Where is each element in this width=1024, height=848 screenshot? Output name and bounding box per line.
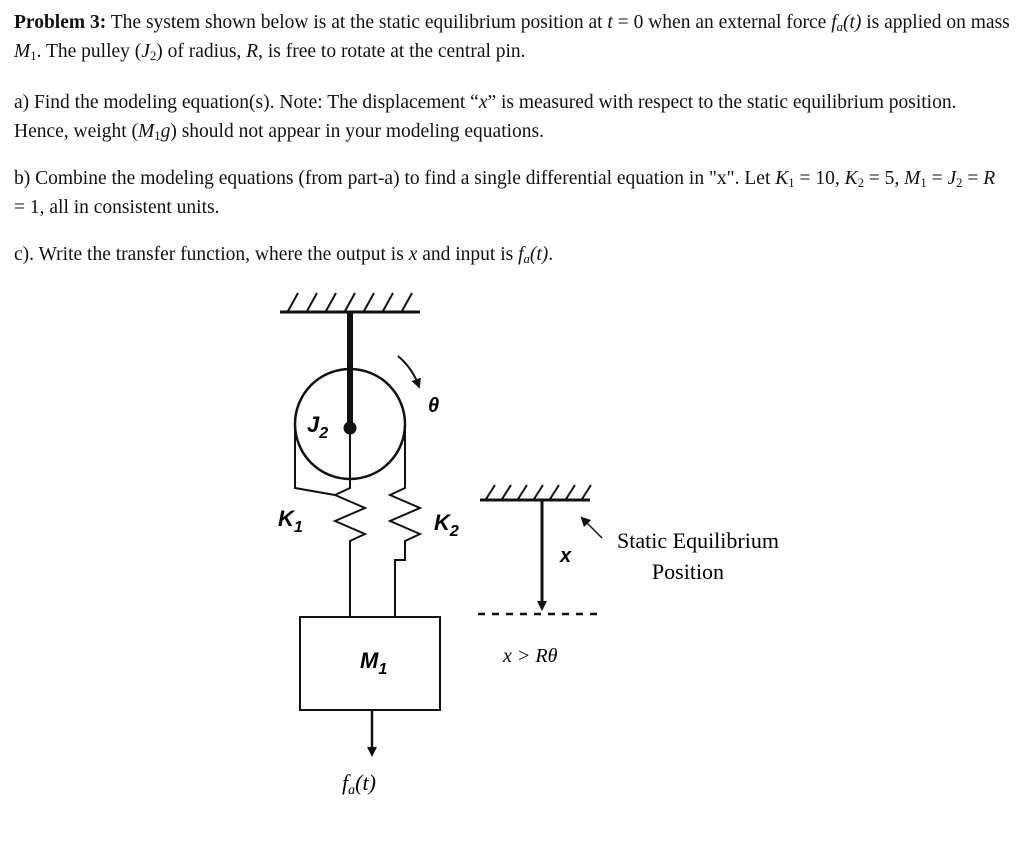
mass-symbol: M <box>14 41 31 62</box>
reference-ground <box>480 484 592 502</box>
time-variable: t <box>607 12 613 33</box>
force-subscript: a <box>836 20 843 34</box>
left-cable-to-k1 <box>294 455 336 496</box>
part-b-text: = 5, <box>863 168 905 189</box>
part-b: b) Combine the modeling equations (from … <box>14 164 1010 222</box>
mass-subscript: 1 <box>154 129 161 143</box>
pulley-subscript: 2 <box>149 49 157 63</box>
position-label: Position <box>652 559 724 584</box>
spring-k1 <box>332 428 368 560</box>
force-argument: (t) <box>842 12 862 33</box>
part-b-text: = <box>926 168 948 189</box>
k2-symbol: K <box>844 168 858 189</box>
k2-label: K2 <box>434 510 459 540</box>
k1-label: K1 <box>278 506 303 536</box>
x-condition: x > Rθ <box>502 645 558 667</box>
j2-subscript: 2 <box>956 176 963 190</box>
pulley-symbol: J <box>141 41 150 62</box>
x-label: x <box>559 545 572 567</box>
force-symbol: f <box>831 12 837 33</box>
mass-subscript: 1 <box>30 49 37 63</box>
problem-title: Problem 3: <box>14 12 107 33</box>
part-a: a) Find the modeling equation(s). Note: … <box>14 88 1010 146</box>
force-symbol: f <box>518 244 524 265</box>
part-a-text: ” is measured with respect to the static… <box>14 92 957 142</box>
mass-symbol: M <box>138 121 155 142</box>
m1-subscript: 1 <box>920 176 927 190</box>
problem-text: = 0 when an external force <box>612 12 832 33</box>
theta-label: θ <box>428 395 439 417</box>
part-c-text: c). Write the transfer function, where t… <box>14 244 409 265</box>
x-variable: x <box>478 92 488 113</box>
force-argument: (t) <box>529 244 549 265</box>
part-a-text: ) should not appear in your modeling equ… <box>170 121 545 142</box>
m1-symbol: M <box>904 168 921 189</box>
k1-symbol: K <box>775 168 789 189</box>
part-b-text: = 1, all in consistent units. <box>14 197 220 218</box>
problem-text: , is free to rotate at the central pin. <box>258 41 526 62</box>
k2-subscript: 2 <box>857 176 864 190</box>
mass-label: M1 <box>360 648 387 678</box>
problem-text: ) of radius, <box>156 41 247 62</box>
part-c-text: . <box>548 244 554 265</box>
force-label: fa(t) <box>342 770 376 798</box>
k1-subscript: 1 <box>788 176 795 190</box>
r-symbol: R <box>983 168 996 189</box>
spring-k2 <box>387 480 423 617</box>
static-equilibrium-label: Static Equilibrium <box>617 528 779 553</box>
x-variable: x <box>408 244 418 265</box>
problem-text: . The pulley ( <box>36 41 142 62</box>
problem-statement: Problem 3: The system shown below is at … <box>14 8 1010 66</box>
pulley-label: J2 <box>307 412 328 442</box>
j2-symbol: J <box>947 168 957 189</box>
force-subscript: a <box>523 252 530 266</box>
rotation-arrow <box>397 355 421 389</box>
gravity-symbol: g <box>160 121 171 142</box>
problem-text: is applied on mass <box>861 12 1010 33</box>
part-a-text: a) Find the modeling equation(s). Note: … <box>14 92 479 113</box>
part-b-text: b) Combine the modeling equations (from … <box>14 168 776 189</box>
part-b-text: = <box>962 168 984 189</box>
problem-text: The system shown below is at the static … <box>106 12 608 33</box>
equilibrium-pointer <box>580 516 603 539</box>
radius-symbol: R <box>246 41 259 62</box>
ceiling-ground <box>280 292 420 314</box>
part-b-text: = 10, <box>794 168 845 189</box>
mass-block <box>299 616 441 711</box>
part-c: c). Write the transfer function, where t… <box>14 240 1010 269</box>
part-c-text: and input is <box>417 244 519 265</box>
